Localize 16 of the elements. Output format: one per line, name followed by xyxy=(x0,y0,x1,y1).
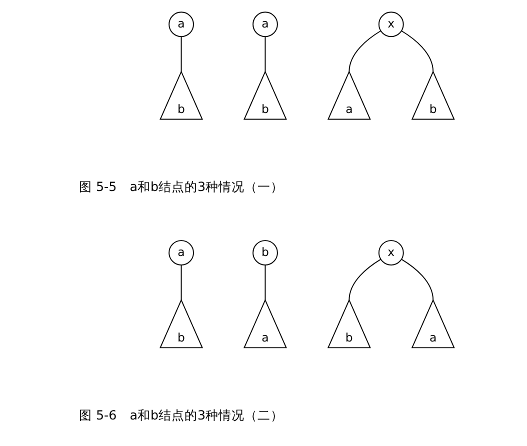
connector xyxy=(180,264,182,301)
node-circle: b xyxy=(252,240,278,266)
label: 图 5-5 a和b结点的3种情况（一） xyxy=(78,179,284,194)
node-circle: x xyxy=(378,12,404,38)
connector xyxy=(400,30,434,72)
connector xyxy=(264,36,266,72)
node-circle: a xyxy=(252,12,278,38)
connector xyxy=(180,36,182,72)
connector xyxy=(264,264,266,301)
label: 图 5-6 a和b结点的3种情况（二） xyxy=(78,408,284,423)
connector xyxy=(400,258,434,301)
node-circle: a xyxy=(168,12,194,38)
node-circle: x xyxy=(378,240,404,266)
node-circle: a xyxy=(168,240,194,266)
connector xyxy=(348,30,381,72)
connector xyxy=(348,258,381,301)
